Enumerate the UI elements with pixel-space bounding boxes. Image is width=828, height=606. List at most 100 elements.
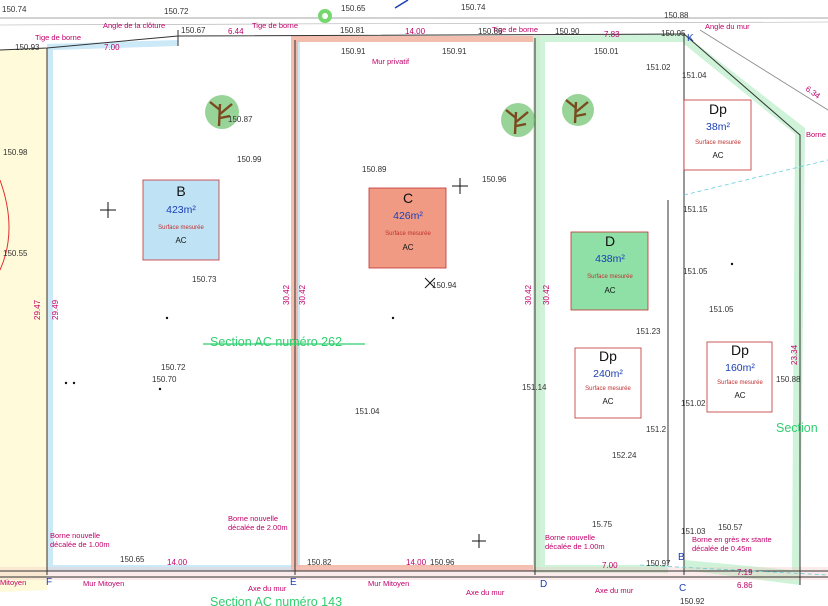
- lot-dp3-label-box: Dp 160m² Surface mesurée AC: [706, 341, 773, 413]
- corner-k: K: [687, 33, 694, 44]
- dim-bottom-1: 14.00: [167, 558, 188, 567]
- note-mur-mitoyen-2: Mur Mitoyen: [368, 579, 409, 588]
- blue-top-stroke: [394, 0, 409, 9]
- lot-b-code: AC: [175, 236, 186, 245]
- lot-dp3-subtitle: Surface mesurée: [717, 380, 763, 386]
- elevation-label: 151.15: [683, 205, 708, 214]
- corner-b: B: [678, 552, 685, 563]
- note-mur-prive: Mur privatif: [372, 57, 410, 66]
- dim-v-1: 29.49: [51, 299, 60, 320]
- dashed-line: [683, 159, 828, 196]
- elevation-label: 150.82: [307, 558, 332, 567]
- lot-dp3-area: 160m²: [725, 362, 755, 374]
- elevation-label: 150.95: [661, 29, 686, 38]
- dim-top-3: 14.00: [405, 27, 426, 36]
- elevation-label: 150.93: [15, 43, 40, 52]
- note-axe-mur-1: Axe du mur: [248, 584, 287, 593]
- lot-c-area: 426m²: [393, 210, 423, 222]
- elevation-label: 151.03: [681, 527, 706, 536]
- lot-d-subtitle: Surface mesurée: [587, 274, 633, 280]
- elevation-label: 150.74: [2, 5, 27, 14]
- dim-left-1: 29.47: [33, 299, 42, 320]
- dim-bottom-2: 14.00: [406, 558, 427, 567]
- lot-c-letter: C: [403, 190, 413, 206]
- lot-dp2-code: AC: [602, 397, 613, 406]
- elevation-label: 150.96: [482, 175, 507, 184]
- note-tige-borne-2: Tige de borne: [252, 21, 298, 30]
- note-borne-d-1: Borne nouvelle: [545, 533, 595, 542]
- elevation-label: 150.94: [432, 281, 457, 290]
- lot-dp1-subtitle: Surface mesurée: [695, 140, 741, 146]
- elevation-label: 152.24: [612, 451, 637, 460]
- corner-d: D: [540, 579, 547, 590]
- dim-v-3: 30.42: [298, 284, 307, 305]
- section-bottom-label: Section AC numéro 143: [210, 595, 342, 606]
- tree-icon: [501, 103, 535, 137]
- note-borne-d-2: décalée de 1.00m: [545, 542, 605, 551]
- elevation-label: 151.04: [682, 71, 707, 80]
- note-borne-e-2: décalée de 2.00m: [228, 523, 288, 532]
- dim-v-4: 30.42: [524, 284, 533, 305]
- lot-dp1-letter: Dp: [709, 101, 727, 117]
- dim-top-2: 6.44: [228, 27, 244, 36]
- elevation-label: 150.97: [646, 559, 671, 568]
- note-mitoyen-left: Mitoyen: [0, 578, 26, 587]
- elevation-label: 150.96: [430, 558, 455, 567]
- dim-bottom-3: 7.00: [602, 561, 618, 570]
- note-angle-mur: Angle du mur: [705, 22, 750, 31]
- section-main-label: Section AC numéro 262: [210, 335, 342, 349]
- lot-b-boundary: [47, 40, 300, 571]
- lot-dp3-letter: Dp: [731, 342, 749, 358]
- elevation-label: 150.88: [776, 375, 801, 384]
- elevation-label: 150.73: [192, 275, 217, 284]
- dim-v-2: 30.42: [282, 284, 291, 305]
- lot-dp1-code: AC: [712, 151, 723, 160]
- dim-bottom-4: 7.19: [737, 568, 753, 577]
- elevation-label: 151.2: [646, 425, 667, 434]
- lot-dp2-label-box: Dp 240m² Surface mesurée AC: [574, 347, 642, 419]
- elevation-label: 151.05: [683, 267, 708, 276]
- note-borne-f-2: décalée de 1.00m: [50, 540, 110, 549]
- dim-v-6: 23.34: [790, 344, 799, 365]
- elevation-label: 150.98: [3, 148, 28, 157]
- elevation-label: 150.67: [181, 26, 206, 35]
- lot-b-subtitle: Surface mesurée: [158, 225, 204, 231]
- elevation-label: 150.72: [164, 7, 189, 16]
- lot-dp1-label-box: Dp 38m² Surface mesurée AC: [683, 99, 752, 171]
- elevation-label: 151.02: [646, 63, 671, 72]
- elevation-label: 151.05: [709, 305, 734, 314]
- red-arc: [0, 179, 10, 271]
- elevation-label: 150.81: [340, 26, 365, 35]
- lot-c-code: AC: [402, 243, 413, 252]
- note-borne-b-2: décalée de 0.45m: [692, 544, 752, 553]
- dim-top-1: 7.00: [104, 43, 120, 52]
- elevation-label: 150.89: [362, 165, 387, 174]
- corner-f: F: [46, 577, 52, 588]
- note-borne-e-1: Borne nouvelle: [228, 514, 278, 523]
- elevation-label: 150.90: [555, 27, 580, 36]
- hydrant-icon: [318, 9, 332, 23]
- elevation-label: 150.01: [594, 47, 619, 56]
- survey-point-dots: [64, 262, 734, 391]
- section-right-label: Section: [776, 421, 818, 435]
- corner-c: C: [679, 583, 686, 594]
- tree-icon: [205, 95, 239, 129]
- dim-bottom-5: 6.86: [737, 581, 753, 590]
- elevation-label: 151.23: [636, 327, 661, 336]
- elevation-label: 150.65: [341, 4, 366, 13]
- lot-right-boundary: [684, 34, 805, 585]
- note-axe-mur-3: Axe du mur: [595, 586, 634, 595]
- corner-e: E: [290, 577, 297, 588]
- boundary-lines: [0, 30, 828, 585]
- elevation-label: 150.86: [478, 27, 503, 36]
- lot-dp3-code: AC: [734, 391, 745, 400]
- elevation-label: 150.99: [237, 155, 262, 164]
- elevation-points: 150.74 150.72 150.65 150.74 150.88 150.9…: [2, 3, 801, 606]
- note-angle-cloture: Angle de la clôture: [103, 21, 165, 30]
- lot-b-area: 423m²: [166, 204, 196, 216]
- lot-b-label-box: B 423m² Surface mesurée AC: [142, 179, 220, 261]
- note-mur-mitoyen-1: Mur Mitoyen: [83, 579, 124, 588]
- lot-c-subtitle: Surface mesurée: [385, 231, 431, 237]
- elevation-label: 150.87: [228, 115, 253, 124]
